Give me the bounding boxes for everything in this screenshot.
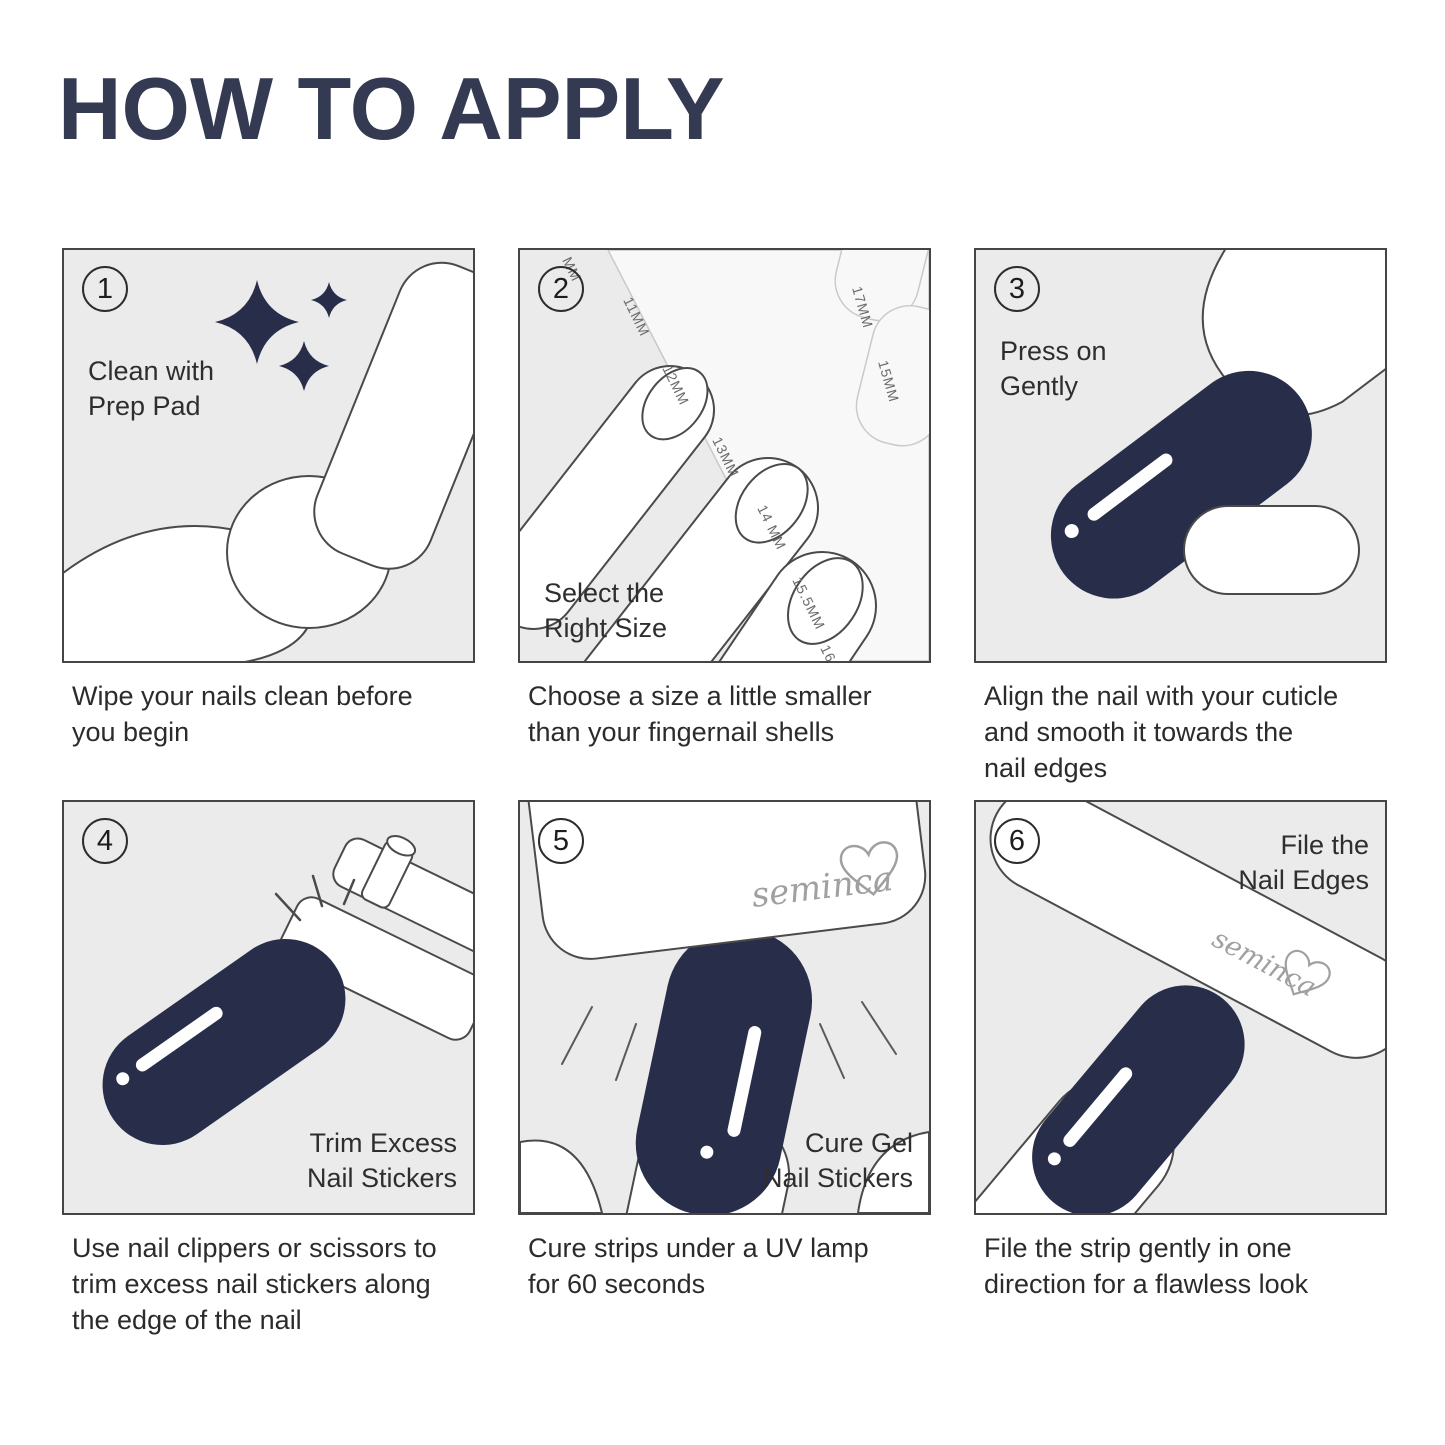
sparkle-icon xyxy=(279,341,329,391)
uv-ray-lines xyxy=(561,1001,897,1081)
finger-shape xyxy=(1183,505,1360,595)
step-number-badge: 3 xyxy=(994,266,1040,312)
step-2: 2 Select the Right Size xyxy=(518,248,931,800)
step-number: 5 xyxy=(552,824,570,857)
step-label: Trim Excess Nail Stickers xyxy=(306,1128,457,1194)
nail-highlight xyxy=(1087,453,1173,521)
page-title: HOW TO APPLY xyxy=(58,59,725,158)
step-5: 5 Cure Gel Nail Stickers xyxy=(518,800,931,1352)
step-number: 3 xyxy=(1008,272,1026,305)
press-on-illustration xyxy=(1050,250,1385,599)
step-4: 4 Trim Excess Nail Stickers xyxy=(62,800,475,1352)
step-6-panel: 6 File the Nail Edges seminca xyxy=(974,800,1387,1215)
step-4-panel: 4 Trim Excess Nail Stickers xyxy=(62,800,475,1215)
step-number-badge: 4 xyxy=(82,818,128,864)
uv-lamp-illustration: seminca xyxy=(520,802,929,1213)
step-1-panel: 1 Clean with Prep Pad xyxy=(62,248,475,663)
step-caption: Cure strips under a UV lamp for 60 secon… xyxy=(528,1233,869,1299)
step-caption: Align the nail with your cuticle and smo… xyxy=(984,681,1339,783)
brand-heart-icon xyxy=(839,841,899,897)
step-1: 1 Clean with Prep Pad Wipe your nails cl… xyxy=(62,248,475,800)
step-number-badge: 5 xyxy=(538,818,584,864)
step-3-panel: 3 Press on Gently xyxy=(974,248,1387,663)
sticker-tab-shape xyxy=(855,304,929,447)
step-label: Select the Right Size xyxy=(544,578,668,644)
nail-highlight-dot xyxy=(700,1145,714,1159)
nail-shape xyxy=(787,557,864,645)
finger-shape xyxy=(856,1130,929,1213)
step-caption: Choose a size a little smaller than your… xyxy=(528,681,872,747)
clipper-body-shape xyxy=(278,896,473,1041)
gel-strip-shape xyxy=(1032,985,1245,1213)
nail-highlight xyxy=(1063,1067,1133,1147)
step-number: 4 xyxy=(96,824,114,857)
nail-file-shape xyxy=(989,802,1385,1059)
brand-heart-icon xyxy=(1284,949,1331,996)
step-label: Press on Gently xyxy=(1000,336,1107,402)
gel-strip-shape xyxy=(102,938,346,1146)
step-3: 3 Press on Gently Align the nail with yo… xyxy=(974,248,1387,800)
step-5-panel: 5 Cure Gel Nail Stickers xyxy=(518,800,931,1215)
gel-strip-shape xyxy=(1050,370,1312,599)
nail-shape xyxy=(641,367,709,441)
step-label: Clean with Prep Pad xyxy=(88,356,215,422)
trim-illustration xyxy=(102,835,473,1146)
step-number-badge: 1 xyxy=(82,266,128,312)
step-label: File the Nail Edges xyxy=(1238,830,1369,896)
nail-highlight-dot xyxy=(1047,1152,1061,1166)
gel-strip-shape xyxy=(635,928,813,1213)
clipper-pin-top xyxy=(386,835,417,857)
step-number: 1 xyxy=(96,272,114,305)
spark-lines xyxy=(274,874,356,922)
nail-highlight xyxy=(727,1026,762,1137)
nail-highlight-dot xyxy=(1064,524,1079,539)
nail-highlight xyxy=(135,1006,223,1072)
step-number-badge: 2 xyxy=(538,266,584,312)
nail-highlight-dot xyxy=(116,1072,130,1086)
file-illustration: seminca xyxy=(976,802,1385,1213)
steps-grid: 1 Clean with Prep Pad Wipe your nails cl… xyxy=(62,248,1388,1352)
step-caption: Wipe your nails clean before you begin xyxy=(72,681,413,747)
step-caption: File the strip gently in one direction f… xyxy=(984,1233,1309,1299)
step-number: 2 xyxy=(552,272,570,305)
sparkle-icon xyxy=(311,282,347,318)
step-caption: Use nail clippers or scissors to trim ex… xyxy=(72,1233,437,1335)
step-2-panel: 2 Select the Right Size xyxy=(518,248,931,663)
prep-pad-shape xyxy=(313,261,473,570)
nail-shape xyxy=(734,462,809,544)
step-label: Cure Gel Nail Stickers xyxy=(762,1128,913,1194)
uv-lamp-shape xyxy=(524,802,927,960)
step-number-badge: 6 xyxy=(994,818,1040,864)
step-6: 6 File the Nail Edges seminca xyxy=(974,800,1387,1352)
sparkle-icon xyxy=(215,280,299,364)
sticker-tab-shape xyxy=(834,250,929,322)
size-chart-illustration: MM 11MM 12MM 13MM 14 MM 15.5MM 16.5MM 17… xyxy=(520,250,929,661)
step-number: 6 xyxy=(1008,824,1026,857)
prep-pad-illustration xyxy=(64,261,473,661)
finger-shape xyxy=(520,1139,604,1213)
